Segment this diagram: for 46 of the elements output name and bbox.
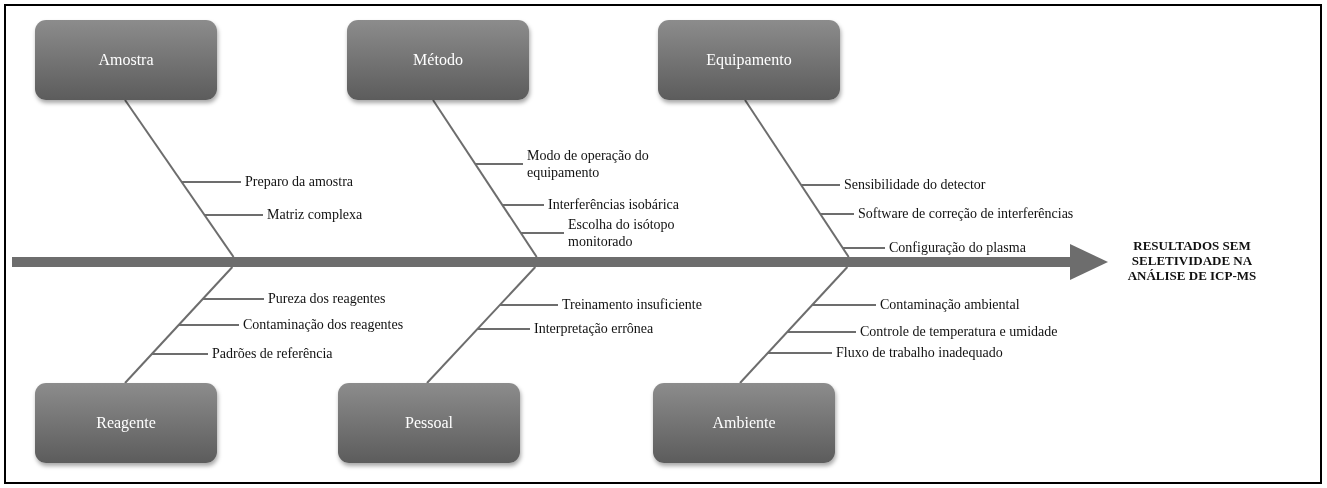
connector-line: [739, 266, 849, 384]
category-box: Pessoal: [338, 383, 520, 463]
connector-line: [432, 99, 538, 258]
connector-line: [786, 331, 857, 333]
category-box: Ambiente: [653, 383, 835, 463]
connector-line: [426, 266, 537, 384]
cause-label: Sensibilidade do detector: [844, 176, 986, 193]
connector-line: [501, 204, 545, 206]
connector-line: [124, 99, 235, 258]
category-box: Amostra: [35, 20, 217, 100]
connector-line: [744, 99, 850, 258]
cause-label: Contaminação dos reagentes: [243, 316, 404, 333]
arrow: [12, 244, 1108, 280]
connector-line: [203, 214, 264, 216]
connector-line: [177, 324, 240, 326]
cause-label: Software de correção de interferências: [858, 205, 1074, 222]
cause-label: Treinamento insuficiente: [562, 296, 702, 313]
cause-label: Controle de temperatura e umidade: [860, 323, 1058, 340]
connector-line: [476, 328, 531, 330]
cause-label: Interferências isobárica: [548, 196, 679, 213]
connector-line: [180, 181, 242, 183]
connector-line: [811, 304, 877, 306]
cause-label: Modo de operação do equipamento: [527, 147, 697, 181]
connector-line: [819, 213, 855, 215]
connector-line: [766, 352, 833, 354]
cause-label: Escolha do isótopo monitorado: [568, 216, 708, 250]
cause-label: Pureza dos reagentes: [268, 290, 386, 307]
category-box: Equipamento: [658, 20, 840, 100]
cause-label: Matriz complexa: [267, 206, 363, 223]
category-box: Método: [347, 20, 529, 100]
category-box: Reagente: [35, 383, 217, 463]
cause-label: Padrões de referência: [212, 345, 333, 362]
connector-line: [124, 266, 234, 384]
cause-label: Configuração do plasma: [889, 239, 1026, 256]
connector-line: [474, 163, 524, 165]
connector-line: [150, 353, 209, 355]
connector-line: [201, 298, 265, 300]
effect-label: RESULTADOS SEM SELETIVIDADE NA ANÁLISE DE ICP-MS: [1112, 238, 1272, 286]
cause-label: Preparo da amostra: [245, 173, 354, 190]
connector-line: [519, 232, 565, 234]
connector-line: [498, 304, 559, 306]
connector-line: [800, 184, 841, 186]
cause-label: Interpretação errônea: [534, 320, 654, 337]
cause-label: Contaminação ambiental: [880, 296, 1020, 313]
cause-label: Fluxo de trabalho inadequado: [836, 344, 1003, 361]
connector-line: [841, 247, 886, 249]
